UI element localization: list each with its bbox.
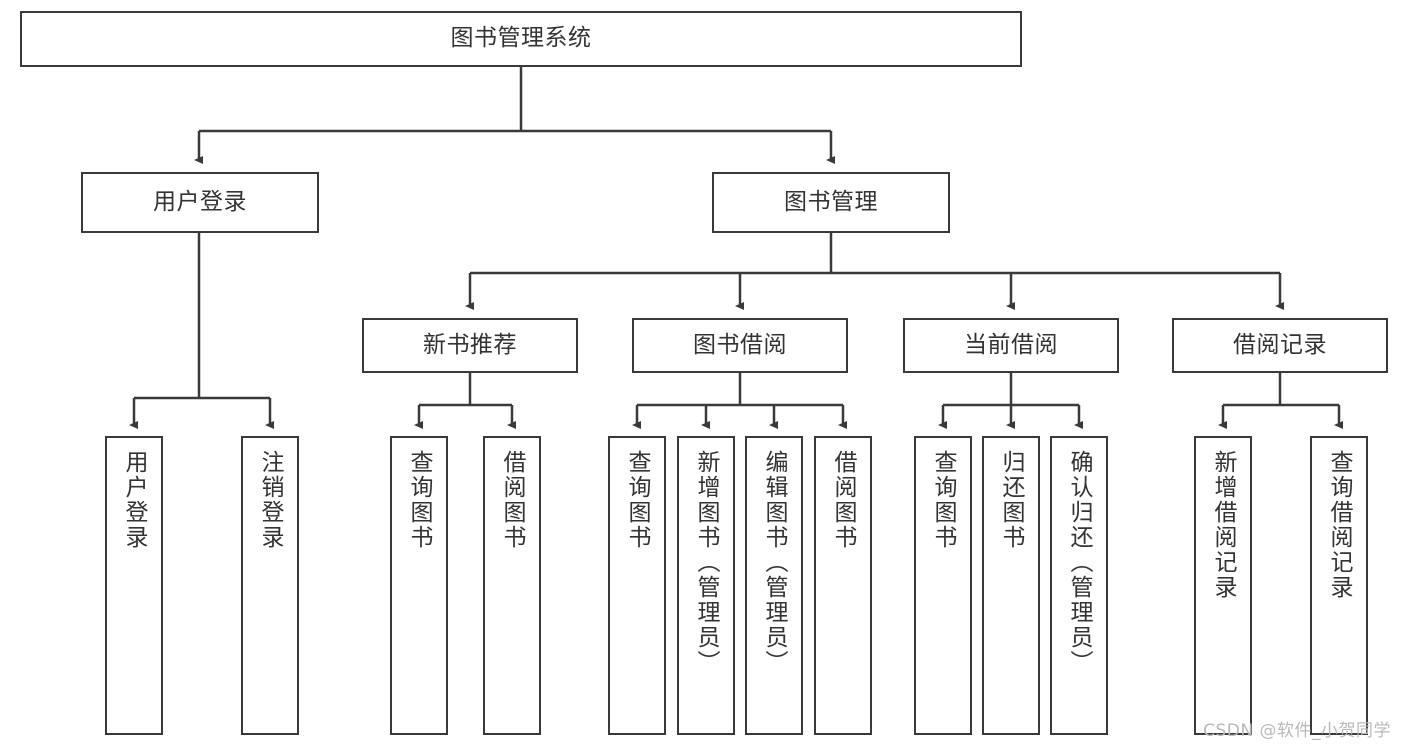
node-leaf-borrow-book-1[interactable]: 借阅图书 (483, 436, 541, 735)
node-group-borrow-record[interactable]: 借阅记录 (1172, 318, 1388, 373)
edge-root-to-level1 (194, 67, 835, 164)
node-leaf-return-book[interactable]: 归还图书 (982, 436, 1040, 735)
node-group-new-book-label: 新书推荐 (423, 331, 517, 358)
node-branch-user-login-label: 用户登录 (153, 188, 247, 215)
node-leaf-query-book-2-label: 查询图书 (624, 450, 651, 550)
node-leaf-borrow-book-2-label: 借阅图书 (830, 450, 857, 550)
node-root-system-label: 图书管理系统 (450, 25, 592, 52)
node-group-current-borrow-label: 当前借阅 (964, 331, 1058, 358)
node-leaf-user-login[interactable]: 用户登录 (105, 436, 163, 735)
node-leaf-add-book[interactable]: 新增图书（管理员） (677, 436, 735, 735)
node-leaf-query-book-1[interactable]: 查询图书 (390, 436, 448, 735)
node-leaf-borrow-book-2[interactable]: 借阅图书 (814, 436, 872, 735)
node-leaf-query-book-3-label: 查询图书 (930, 450, 957, 550)
node-leaf-add-book-label: 新增图书（管理员） (693, 450, 720, 675)
node-group-borrow-book-label: 图书借阅 (693, 331, 787, 358)
node-leaf-logout-login[interactable]: 注销登录 (241, 436, 299, 735)
edge-currentborrow-to-leaves (938, 373, 1083, 429)
node-leaf-user-login-label: 用户登录 (121, 450, 148, 550)
node-branch-user-login[interactable]: 用户登录 (81, 172, 319, 233)
node-leaf-edit-book[interactable]: 编辑图书（管理员） (745, 436, 803, 735)
node-group-borrow-record-label: 借阅记录 (1233, 331, 1327, 358)
edge-newbook-to-leaves (414, 373, 516, 429)
node-group-borrow-book[interactable]: 图书借阅 (632, 318, 848, 373)
node-leaf-query-record[interactable]: 查询借阅记录 (1310, 436, 1368, 735)
node-root-system[interactable]: 图书管理系统 (20, 11, 1022, 67)
node-leaf-confirm-return-label: 确认归还（管理员） (1066, 450, 1093, 675)
node-leaf-confirm-return[interactable]: 确认归还（管理员） (1050, 436, 1108, 735)
node-leaf-add-record-label: 新增借阅记录 (1210, 450, 1237, 600)
node-branch-book-manage-label: 图书管理 (784, 188, 878, 215)
node-leaf-query-record-label: 查询借阅记录 (1326, 450, 1353, 600)
edge-borrowrecord-to-leaves (1218, 373, 1343, 429)
node-group-new-book[interactable]: 新书推荐 (362, 318, 578, 373)
edge-userlogin-to-leaves (129, 233, 274, 429)
node-leaf-edit-book-label: 编辑图书（管理员） (761, 450, 788, 675)
csdn-watermark: CSDN @软件_小贺同学 (1203, 721, 1391, 741)
node-leaf-query-book-3[interactable]: 查询图书 (914, 436, 972, 735)
edge-bookmanage-to-groups (465, 233, 1284, 310)
node-leaf-return-book-label: 归还图书 (998, 450, 1025, 550)
node-leaf-borrow-book-1-label: 借阅图书 (499, 450, 526, 550)
node-group-current-borrow[interactable]: 当前借阅 (903, 318, 1119, 373)
node-leaf-logout-login-label: 注销登录 (257, 450, 284, 550)
node-leaf-query-book-2[interactable]: 查询图书 (608, 436, 666, 735)
node-leaf-query-book-1-label: 查询图书 (406, 450, 433, 550)
node-branch-book-manage[interactable]: 图书管理 (712, 172, 950, 233)
edge-borrowbook-to-leaves (632, 373, 847, 429)
node-leaf-add-record[interactable]: 新增借阅记录 (1194, 436, 1252, 735)
